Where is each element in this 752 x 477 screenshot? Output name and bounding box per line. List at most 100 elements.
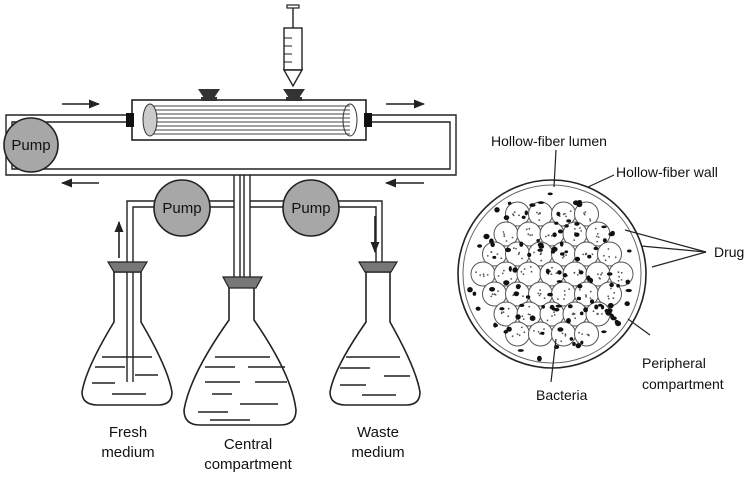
drug-particle [594, 304, 599, 310]
drug-particle [564, 250, 569, 254]
drug-particle [547, 192, 553, 196]
drug-particle [519, 241, 524, 247]
drug-particle [537, 248, 543, 252]
sampling-port-right [283, 89, 305, 98]
drug-particle [556, 280, 563, 283]
main-pump: Pump [3, 117, 59, 173]
fresh-pump-label: Pump [162, 200, 201, 217]
drug-particle [517, 349, 524, 352]
drug-particle [566, 219, 572, 223]
erlenmeyer-flask-icon [329, 271, 421, 406]
drug-particle [625, 279, 631, 285]
drug-particle [477, 244, 483, 248]
drug-particle [583, 307, 588, 313]
hollow-fiber-wall-label: Hollow-fiber wall [616, 164, 718, 180]
drug-particle [557, 229, 564, 234]
drug-particle [574, 256, 581, 262]
drug-particle [489, 287, 496, 292]
drug-particle [552, 232, 557, 238]
hollow-fiber [574, 321, 599, 347]
drug-particle [540, 331, 545, 335]
drug-particle [472, 291, 477, 296]
cartridge-cross-section [457, 179, 647, 369]
drug-particle [545, 268, 550, 274]
bacteria-label: Bacteria [536, 387, 588, 403]
drug-particle [513, 291, 520, 297]
pump-icon [153, 179, 211, 237]
drug-particle [475, 306, 481, 311]
drug-particle [593, 246, 599, 251]
drug-particle [559, 241, 564, 247]
drug-particle [493, 323, 499, 328]
drug-particle [574, 222, 580, 226]
drug-particle [616, 283, 620, 288]
drug-particle [569, 337, 574, 341]
central-compartment-flask: Central compartment [183, 276, 297, 473]
drug-particle [606, 308, 613, 313]
hollow-fiber [597, 241, 622, 267]
hollow-fiber-lumens [470, 201, 634, 347]
syringe-icon [282, 4, 304, 88]
drug-particle [610, 316, 617, 321]
sampling-port-left [198, 89, 220, 98]
inlet-port [126, 113, 134, 127]
drug-particle [555, 304, 562, 308]
drug-particle [536, 239, 540, 243]
drug-particle [467, 287, 473, 293]
waste-medium-flask: Waste medium [329, 261, 421, 461]
waste-medium-label-1: Waste [357, 424, 399, 441]
hollow-fiber [574, 201, 599, 227]
drug-particle [564, 224, 569, 228]
peripheral-compartment-label-2: compartment [642, 376, 724, 392]
drug-particle [556, 211, 561, 217]
drug-particle [589, 299, 595, 304]
drug-particle [524, 210, 528, 216]
drug-particle [575, 343, 581, 349]
drug-particle [560, 252, 565, 256]
drug-particle [577, 284, 583, 289]
drug-particle [527, 252, 532, 257]
drug-particle [624, 301, 630, 307]
drug-particle [563, 273, 568, 278]
drug-particle [600, 305, 605, 310]
drug-particle [505, 247, 511, 253]
drug-particle [601, 225, 607, 229]
fresh-medium-flask: Fresh medium [81, 261, 173, 461]
drug-particle [573, 200, 579, 206]
drug-particle [529, 203, 536, 207]
drug-particle [503, 215, 510, 221]
drug-particle [579, 311, 584, 316]
waste-medium-pump: Pump [282, 179, 340, 237]
drug-particle [508, 266, 512, 272]
drug-particle [547, 292, 553, 297]
main-pump-label: Pump [11, 137, 50, 154]
drug-particle [580, 340, 584, 345]
drug-particle [525, 295, 531, 299]
drug-particle [521, 215, 526, 219]
drug-particle [601, 330, 607, 334]
drug-particle [566, 318, 571, 324]
drug-particle [519, 303, 525, 307]
drug-particle [557, 270, 562, 275]
drug-particle [529, 315, 536, 322]
pump-icon [282, 179, 340, 237]
drug-particle [507, 201, 512, 205]
drug-particle [483, 233, 490, 240]
drug-particle [557, 327, 564, 332]
waste-medium-label-2: medium [351, 444, 404, 461]
drug-particle [512, 267, 518, 273]
drug-particle [615, 320, 622, 327]
drug-particle [554, 221, 559, 225]
outlet-port [364, 113, 372, 127]
drug-particles [467, 192, 632, 362]
drug-label: Drug [714, 244, 744, 260]
drug-particle [607, 302, 614, 309]
drug-particle [515, 314, 521, 320]
drug-particle [574, 232, 580, 237]
fresh-medium-label-2: medium [101, 444, 154, 461]
pump-icon [3, 117, 59, 173]
drug-particle [503, 330, 509, 334]
drug-particle [515, 284, 521, 290]
drug-particle [578, 270, 584, 275]
